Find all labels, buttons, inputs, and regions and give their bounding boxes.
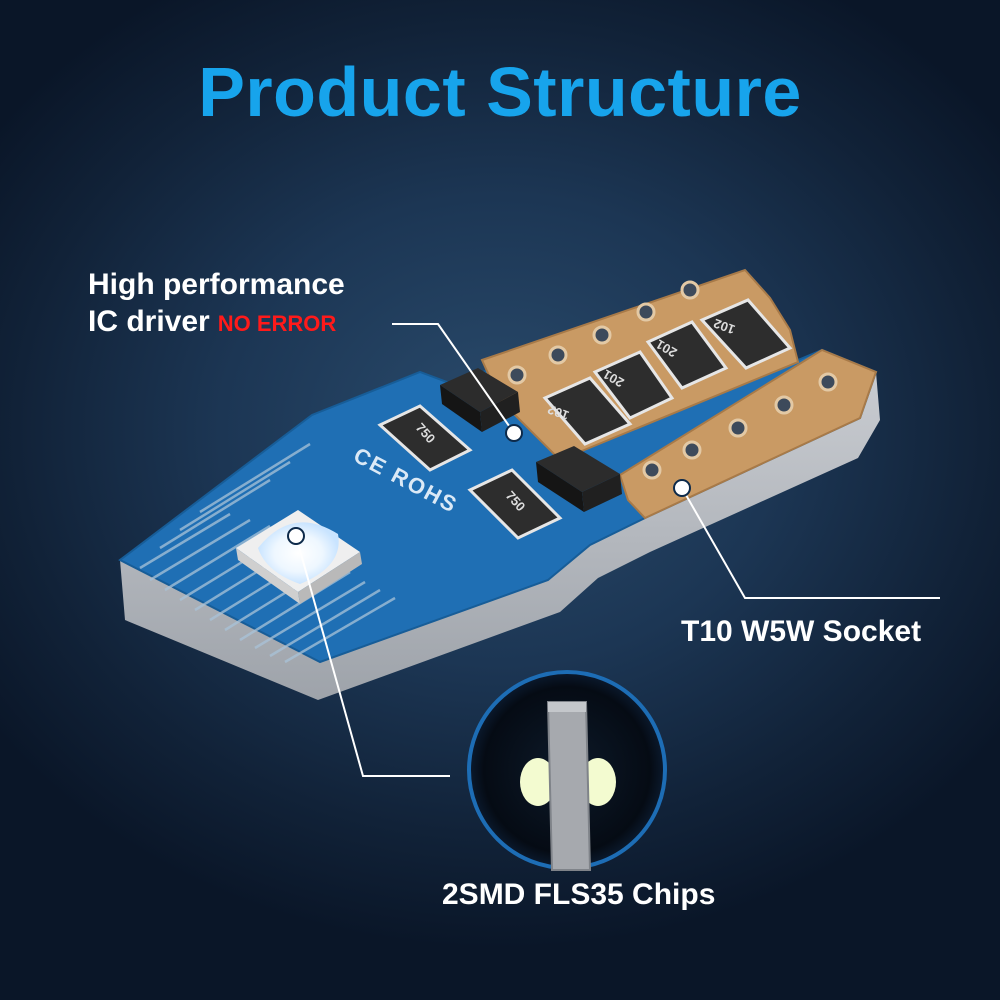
resistor-label: 102 [712, 316, 738, 338]
ic-driver-leader [392, 323, 515, 434]
page-title: Product Structure [198, 53, 802, 131]
resistor-201-e: 201 [645, 320, 729, 390]
socket-copper-lower [618, 348, 878, 520]
ic-chip-lower [536, 446, 622, 512]
resistor-102-c: 102 [542, 376, 633, 446]
ic-driver-line1: High performance [88, 268, 345, 301]
socket-leader [681, 487, 940, 599]
resistor-102-f: 102 [699, 298, 793, 370]
callout-chips: 2SMD FLS35 Chips [442, 878, 716, 911]
callout-ic-driver: High performance IC driver NO ERROR [88, 268, 345, 338]
resistor-label: 102 [546, 402, 572, 424]
resistor-750-a: 750 [377, 404, 473, 472]
resistor-750-b: 750 [467, 468, 563, 540]
callout-dots [287, 424, 691, 545]
no-error-badge: NO ERROR [217, 311, 337, 336]
led-chip [236, 510, 362, 604]
ic-driver-line2: IC driver [88, 305, 210, 338]
callout-leaders [295, 323, 940, 777]
resistor-201-d: 201 [592, 350, 675, 420]
callout-socket: T10 W5W Socket [681, 615, 922, 648]
chip-side-view-inset [467, 670, 667, 871]
chips-leader [295, 535, 450, 777]
socket-holes [507, 280, 838, 480]
